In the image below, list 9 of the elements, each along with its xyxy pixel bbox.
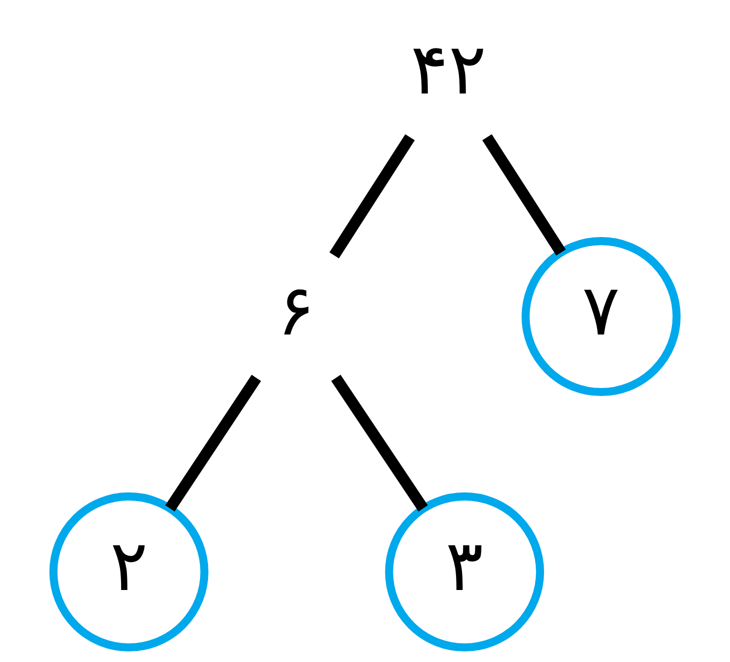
connector <box>165 374 262 512</box>
node-circle: ۲ <box>49 492 208 652</box>
node-circle: ۳ <box>385 492 544 652</box>
node-text: ۴۲ <box>410 32 487 110</box>
connector <box>482 134 566 256</box>
node-circle: ۷ <box>522 237 681 396</box>
node-text: ۶ <box>276 272 315 351</box>
connector <box>329 134 415 258</box>
connector <box>331 374 428 512</box>
